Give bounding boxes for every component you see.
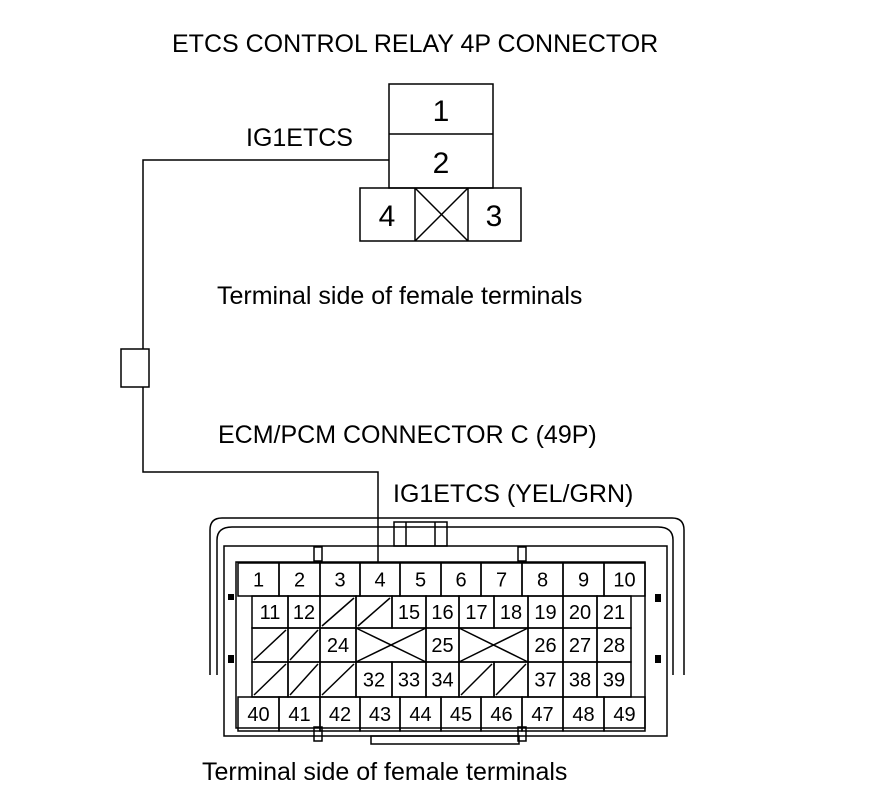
blocked-cell-slash xyxy=(495,663,527,696)
ecm-terminal-caption: Terminal side of female terminals xyxy=(202,758,568,786)
relay-connector-title: ETCS CONTROL RELAY 4P CONNECTOR xyxy=(172,30,659,58)
ecm-connector-top-latch xyxy=(393,521,448,547)
terminal-25-label: 25 xyxy=(431,635,453,657)
terminal-cell xyxy=(603,696,646,732)
terminal-20-label: 20 xyxy=(569,602,591,624)
terminal-24-label: 24 xyxy=(327,635,349,657)
terminal-3-label: 3 xyxy=(334,570,345,592)
terminal-1-label: 1 xyxy=(253,570,264,592)
blocked-cell-slash xyxy=(321,663,355,696)
terminal-12-label: 12 xyxy=(293,602,315,624)
terminal-37-label: 37 xyxy=(534,670,556,692)
terminal-26-label: 26 xyxy=(534,635,556,657)
terminal-32-label: 32 xyxy=(363,670,385,692)
blocked-cell-slash xyxy=(357,597,391,627)
terminal-47-label: 47 xyxy=(531,704,553,726)
terminal-6-label: 6 xyxy=(455,570,466,592)
terminal-38-label: 38 xyxy=(569,670,591,692)
ecm-connector-bottom-latch xyxy=(370,735,520,745)
blocked-cell-slash xyxy=(289,663,319,696)
terminal-48-label: 48 xyxy=(572,704,594,726)
terminal-17-label: 17 xyxy=(465,602,487,624)
terminal-49-label: 49 xyxy=(613,704,635,726)
terminal-27-label: 27 xyxy=(569,635,591,657)
relay-wire-label: IG1ETCS xyxy=(246,124,353,152)
terminal-41-label: 41 xyxy=(288,704,310,726)
blocked-cell-slash xyxy=(253,663,287,696)
terminal-7-label: 7 xyxy=(496,570,507,592)
ecm-connector-outer-shell xyxy=(209,517,685,675)
terminal-5-label: 5 xyxy=(415,570,426,592)
terminal-40-label: 40 xyxy=(247,704,269,726)
wire-upper xyxy=(142,159,389,349)
blocked-cell-slash xyxy=(321,597,355,627)
relay-pin-1: 1 xyxy=(433,95,450,128)
terminal-21-label: 21 xyxy=(603,602,625,624)
relay-terminal-caption: Terminal side of female terminals xyxy=(217,282,583,310)
terminal-10-label: 10 xyxy=(613,570,635,592)
relay-pin-3: 3 xyxy=(486,200,503,233)
terminal-34-label: 34 xyxy=(431,670,453,692)
ecm-wire-label: IG1ETCS (YEL/GRN) xyxy=(393,480,634,508)
wire-junction-box xyxy=(120,348,150,388)
blocked-cell-slash xyxy=(253,629,287,661)
relay-pin-2: 2 xyxy=(433,147,450,180)
terminal-43-label: 43 xyxy=(369,704,391,726)
terminal-39-label: 39 xyxy=(603,670,625,692)
wire-lower xyxy=(142,387,379,563)
blocked-cell-slash xyxy=(289,629,319,661)
terminal-42-label: 42 xyxy=(329,704,351,726)
terminal-19-label: 19 xyxy=(534,602,556,624)
terminal-9-label: 9 xyxy=(578,570,589,592)
terminal-45-label: 45 xyxy=(450,704,472,726)
blocked-cell-cross xyxy=(458,627,529,663)
terminal-16-label: 16 xyxy=(431,602,453,624)
terminal-11-label: 11 xyxy=(260,602,281,624)
terminal-33-label: 33 xyxy=(398,670,420,692)
blocked-cell-cross xyxy=(355,627,427,663)
ecm-connector-title: ECM/PCM CONNECTOR C (49P) xyxy=(218,421,597,449)
terminal-44-label: 44 xyxy=(409,704,431,726)
relay-pin-4: 4 xyxy=(379,200,396,233)
terminal-18-label: 18 xyxy=(500,602,522,624)
terminal-2-label: 2 xyxy=(294,570,305,592)
terminal-28-label: 28 xyxy=(603,635,625,657)
terminal-4-label: 4 xyxy=(374,570,385,592)
terminal-8-label: 8 xyxy=(537,570,548,592)
blocked-cell-slash xyxy=(460,663,493,696)
terminal-15-label: 15 xyxy=(398,602,420,624)
relay-connector-lower xyxy=(359,187,522,242)
terminal-46-label: 46 xyxy=(490,704,512,726)
